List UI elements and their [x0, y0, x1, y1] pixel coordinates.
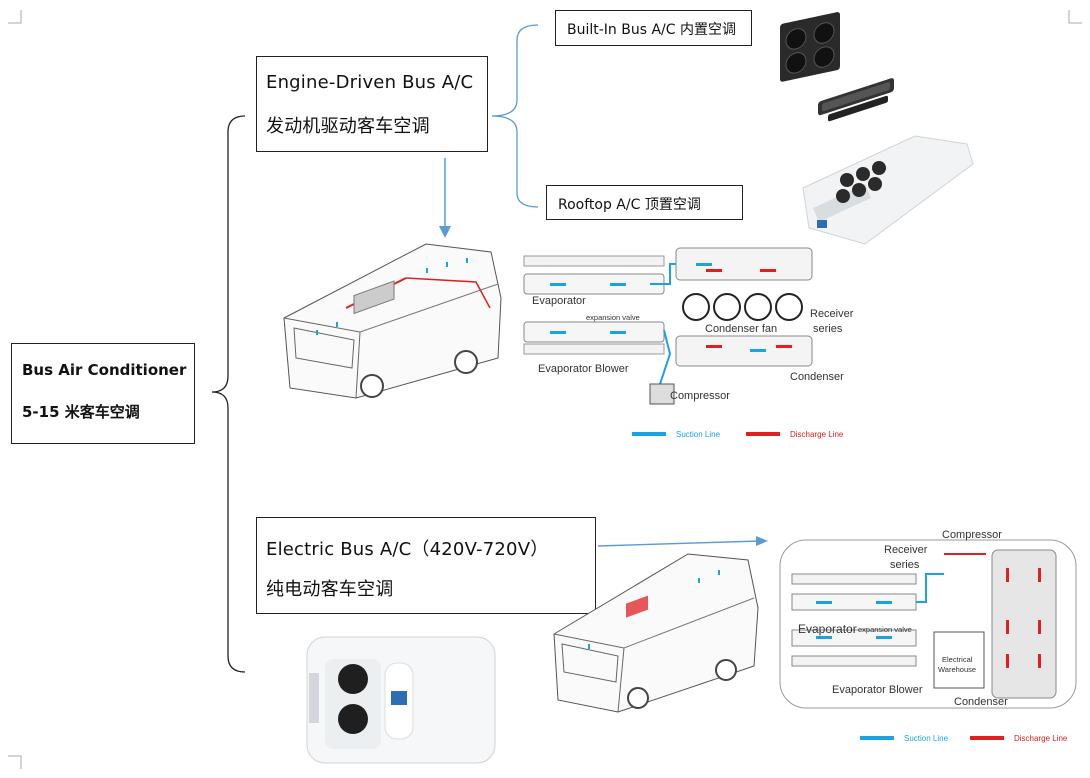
engine-evaporator-text: Evaporator — [532, 295, 586, 307]
electric-series-text: series — [890, 559, 920, 571]
crop-mark-top-right — [1068, 10, 1082, 24]
electric-title: Electric Bus A/C（420V-720V） — [266, 539, 549, 560]
electric-warehouse-text: Warehouse — [938, 665, 976, 674]
engine-series-text: series — [813, 323, 843, 335]
electric-right-arrow — [597, 540, 761, 547]
electric-electrical-text: Electrical — [942, 655, 973, 664]
main-bracket — [211, 115, 246, 673]
electric-evaporator-blower-text: Evaporator Blower — [832, 684, 923, 696]
engine-schematic: Evaporator expansion valve Condenser fan… — [523, 247, 854, 439]
electric-receiver-text: Receiver — [884, 544, 928, 556]
electric-condenser-text: Condenser — [954, 696, 1008, 708]
engine-compressor-text: Compressor — [670, 390, 730, 402]
root-subtitle: 5-15 米客车空调 — [22, 403, 140, 421]
rooftop-node-box: Rooftop A/C 顶置空调 — [546, 185, 743, 220]
electric-bus-drawing — [553, 553, 759, 713]
rooftop-ac-unit-image — [802, 135, 974, 245]
electric-discharge-legend: Discharge Line — [1014, 734, 1068, 743]
engine-bus-drawing — [283, 243, 502, 399]
electric-evaporator-text: Evaporator — [798, 622, 857, 636]
crop-mark-bottom-left — [8, 755, 22, 769]
electric-ac-unit-image — [306, 636, 496, 764]
engine-subtitle: 发动机驱动客车空调 — [266, 116, 430, 137]
engine-condenser-text: Condenser — [790, 371, 844, 383]
builtin-label: Built-In Bus A/C 内置空调 — [567, 22, 736, 38]
engine-title: Engine-Driven Bus A/C — [266, 72, 474, 93]
root-title: Bus Air Conditioner — [22, 361, 187, 379]
engine-node-box: Engine-Driven Bus A/C 发动机驱动客车空调 — [256, 56, 488, 152]
engine-sub-bracket — [491, 24, 539, 208]
electric-compressor-text: Compressor — [942, 529, 1002, 541]
engine-suction-legend: Suction Line — [676, 430, 721, 439]
engine-receiver-text: Receiver — [810, 308, 854, 320]
root-node-box: Bus Air Conditioner 5-15 米客车空调 — [11, 343, 195, 444]
electric-subtitle: 纯电动客车空调 — [266, 579, 394, 600]
rooftop-label: Rooftop A/C 顶置空调 — [558, 197, 701, 213]
electric-expansion-valve-text: expansion valve — [858, 625, 912, 634]
engine-condenser-fan-text: Condenser fan — [705, 323, 777, 335]
builtin-node-box: Built-In Bus A/C 内置空调 — [555, 10, 752, 46]
crop-mark-top-left — [8, 10, 22, 24]
electric-node-box: Electric Bus A/C（420V-720V） 纯电动客车空调 — [256, 517, 596, 614]
builtin-ac-unit-image — [780, 12, 894, 122]
electric-suction-legend: Suction Line — [904, 734, 949, 743]
engine-expansion-valve-text: expansion valve — [586, 313, 640, 322]
electric-schematic: Compressor Receiver series Evaporator ex… — [779, 529, 1077, 743]
engine-discharge-legend: Discharge Line — [790, 430, 844, 439]
engine-evaporator-blower-text: Evaporator Blower — [538, 363, 629, 375]
